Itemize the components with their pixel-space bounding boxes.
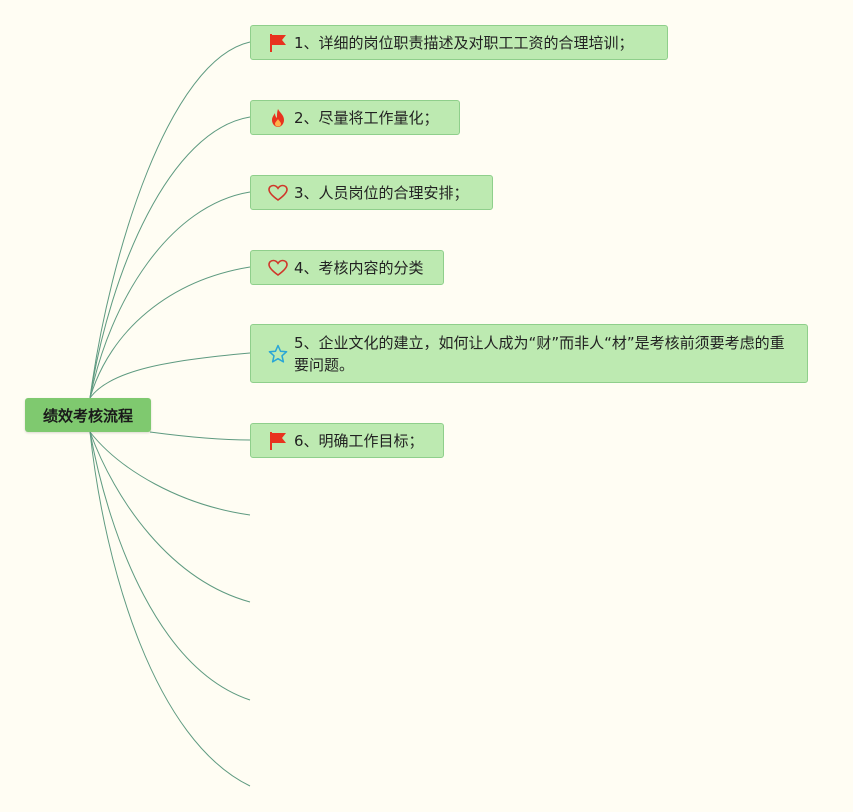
heart-icon <box>267 182 289 204</box>
connector-line <box>89 116 251 399</box>
topic-1[interactable]: 1、详细的岗位职责描述及对职工工资的合理培训； <box>250 25 668 60</box>
topic-label: 5、企业文化的建立，如何让人成为“财”而非人“材”是考核前须要考虑的重要问题。 <box>294 333 785 374</box>
connector-line <box>89 41 251 399</box>
topic-4[interactable]: 4、考核内容的分类 <box>250 250 444 285</box>
fire-icon <box>267 107 289 129</box>
connector-line <box>89 431 251 787</box>
topic-6[interactable]: 6、明确工作目标； <box>250 423 444 458</box>
connector-line <box>89 431 251 516</box>
topic-2[interactable]: 2、尽量将工作量化； <box>250 100 460 135</box>
connector-line <box>89 352 251 399</box>
connector-line <box>149 431 251 441</box>
connector-line <box>89 431 251 701</box>
connector-line <box>89 266 251 399</box>
connector-line <box>89 191 251 399</box>
topic-label: 2、尽量将工作量化； <box>294 108 439 127</box>
topic-label: 6、明确工作目标； <box>294 431 424 450</box>
root-topic-label: 绩效考核流程 <box>42 406 133 425</box>
flag-icon <box>267 32 289 54</box>
topic-label: 1、详细的岗位职责描述及对职工工资的合理培训； <box>294 33 634 52</box>
connector-line <box>89 431 251 603</box>
topic-3[interactable]: 3、人员岗位的合理安排； <box>250 175 493 210</box>
topic-label: 4、考核内容的分类 <box>294 258 424 277</box>
root-topic[interactable]: 绩效考核流程 <box>25 398 151 432</box>
topic-label: 3、人员岗位的合理安排； <box>294 183 469 202</box>
flag-icon <box>267 430 289 452</box>
topic-5[interactable]: 5、企业文化的建立，如何让人成为“财”而非人“材”是考核前须要考虑的重要问题。 <box>250 324 808 383</box>
heart-icon <box>267 257 289 279</box>
star-icon <box>267 343 289 365</box>
